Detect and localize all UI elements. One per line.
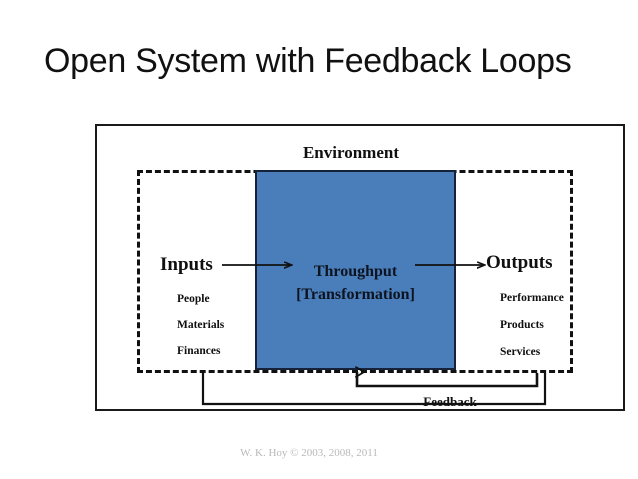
throughput-line-2: [Transformation] <box>296 286 415 304</box>
list-item: Finances <box>177 344 221 357</box>
throughput-text: Throughput [Transformation] <box>255 260 456 306</box>
inputs-list: People Materials Finances <box>177 287 224 365</box>
outputs-heading: Outputs <box>486 252 553 273</box>
inputs-heading: Inputs <box>160 254 213 275</box>
throughput-line-1: Throughput <box>313 263 398 280</box>
page-title: Open System with Feedback Loops <box>44 42 572 80</box>
outputs-list: Performance Products Services <box>500 285 564 366</box>
attribution-text: W. K. Hoy © 2003, 2008, 2011 <box>240 447 378 459</box>
list-item: People <box>177 293 210 305</box>
environment-label-text: Environment <box>302 143 400 162</box>
throughput-box <box>255 170 456 370</box>
environment-label: Environment <box>0 143 638 163</box>
list-item: Performance <box>500 292 564 304</box>
list-item: Services <box>500 346 541 359</box>
attribution: W. K. Hoy © 2003, 2008, 2011 <box>0 447 638 459</box>
feedback-label: Feedback <box>423 394 477 409</box>
list-item: Materials <box>177 318 225 331</box>
list-item: Products <box>500 319 544 332</box>
